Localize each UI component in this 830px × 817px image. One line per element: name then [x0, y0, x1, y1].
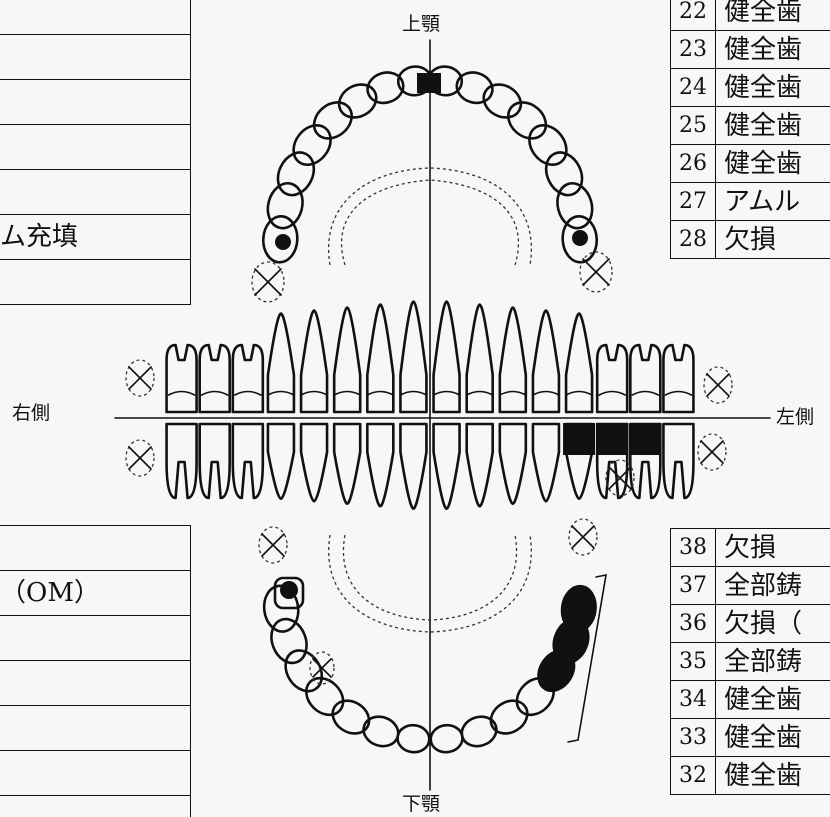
upper-buccal-tooth [663, 345, 693, 412]
upper-crown-line [169, 392, 195, 396]
upper-buccal-tooth [533, 311, 559, 413]
upper-buccal-tooth [500, 308, 526, 413]
upper-jaw-label: 上顎 [402, 15, 440, 34]
upper-buccal-tooth [200, 345, 230, 412]
upper-crown-line [235, 392, 261, 396]
upper-crown-line [301, 392, 327, 396]
lower-buccal-tooth [663, 424, 693, 498]
upper-occlusal-tooth [263, 179, 307, 232]
upper-crown-line [500, 392, 526, 396]
upper-buccal-tooth [268, 314, 294, 413]
upper-buccal-tooth [434, 302, 460, 413]
upper-crown-line [665, 392, 691, 396]
left-side-label: 左側 [776, 408, 814, 427]
upper-occlusal-tooth [501, 95, 553, 146]
lower-buccal-tooth [268, 424, 294, 499]
upper-occlusal-tooth [553, 179, 597, 232]
lower-occlusal-tooth [485, 694, 534, 740]
lower-cast-crown [597, 424, 627, 454]
lower-buccal-tooth [233, 424, 263, 498]
upper-crown-line [566, 392, 592, 396]
lower-buccal-tooth [467, 424, 493, 506]
upper-crown-line [434, 392, 460, 396]
lower-buccal-tooth [400, 424, 426, 509]
lower-occlusal-tooth [299, 671, 351, 722]
lower-buccal-tooth [301, 424, 327, 501]
lower-occlusal-tooth [429, 724, 464, 754]
upper-crown-line [202, 392, 228, 396]
upper-crown-line [400, 392, 426, 396]
upper-buccal-tooth [167, 345, 197, 412]
upper-crown-line [268, 392, 294, 396]
upper-buccal-tooth [301, 311, 327, 413]
upper-buccal-tooth [630, 345, 660, 412]
lower-occlusal-tooth [266, 614, 313, 668]
lower-buccal-tooth [200, 424, 230, 498]
lower-buccal-tooth [500, 424, 526, 504]
upper-buccal-tooth [334, 308, 360, 413]
lower-buccal-tooth [334, 424, 360, 504]
lower-right-molar-filling [281, 582, 297, 598]
upper-buccal-tooth [367, 305, 393, 413]
lower-occlusal-tooth [360, 712, 403, 751]
lower-buccal-tooth [367, 424, 393, 506]
upper-occlusal-tooth [478, 78, 527, 124]
upper-buccal-tooth [597, 345, 627, 412]
upper-crown-line [367, 392, 393, 396]
lower-occlusal-tooth [458, 712, 501, 751]
lower-buccal-tooth [533, 424, 559, 501]
upper-buccal-tooth [566, 314, 592, 413]
upper-right-molar-filling [276, 235, 290, 249]
lower-occlusal-tooth [396, 724, 431, 754]
upper-occlusal-tooth [539, 146, 589, 201]
lower-cast-crown [630, 424, 660, 454]
upper-crown-line [467, 392, 493, 396]
upper-occlusal-tooth [286, 118, 338, 172]
upper-buccal-tooth [400, 302, 426, 413]
lower-occlusal-tooth [327, 694, 376, 740]
upper-crown-line [533, 392, 559, 396]
lower-buccal-tooth [434, 424, 460, 509]
upper-left-molar-filling [573, 231, 587, 245]
lower-occlusal-tooth [278, 644, 329, 698]
upper-crown-line [632, 392, 658, 396]
lower-buccal-tooth [167, 424, 197, 498]
right-side-label: 右側 [12, 404, 50, 423]
upper-crown-line [599, 392, 625, 396]
upper-incisor-filling [418, 74, 440, 92]
upper-buccal-tooth [467, 305, 493, 413]
upper-occlusal-tooth [307, 95, 359, 146]
upper-occlusal-tooth [271, 146, 321, 201]
lower-cast-crown [564, 424, 594, 454]
upper-buccal-tooth [233, 345, 263, 412]
lower-jaw-label: 下顎 [402, 795, 440, 814]
upper-crown-line [334, 392, 360, 396]
